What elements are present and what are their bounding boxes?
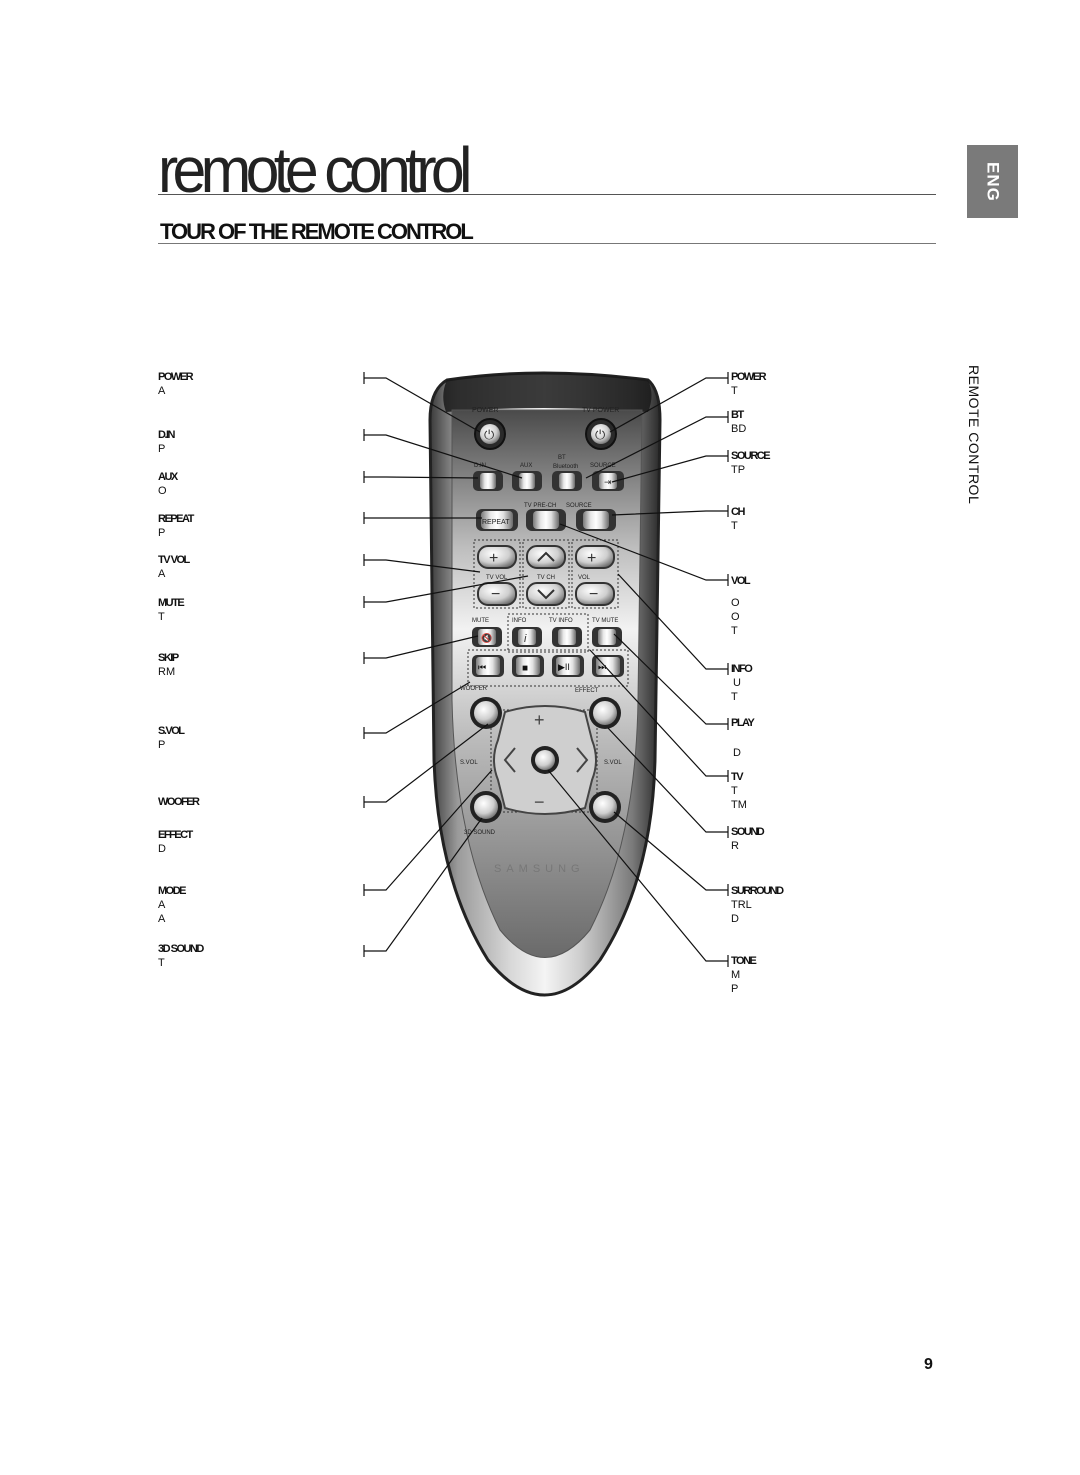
svg-text:−: − (589, 586, 598, 603)
svg-text:Bluetooth: Bluetooth (553, 464, 578, 470)
svg-text:MUTE: MUTE (472, 618, 489, 624)
vol-down-button: − (575, 582, 615, 606)
tv-power-icon: ⏻ (595, 427, 605, 442)
svg-text:AUX: AUX (520, 463, 532, 469)
skip-back-button: ⏮ (472, 655, 504, 677)
svg-text:−: − (491, 586, 500, 603)
page-number: 9 (924, 1356, 933, 1373)
svg-text:REPEAT: REPEAT (482, 519, 510, 526)
section-heading: TOUR OF THE REMOTE CONTROL (160, 219, 474, 244)
svg-text:TV MUTE: TV MUTE (592, 618, 618, 624)
dpad-up-icon: + (534, 710, 545, 730)
svg-text:TV INFO: TV INFO (549, 618, 573, 624)
svg-text:+: + (489, 550, 498, 567)
svg-text:+: + (587, 550, 596, 567)
dpad-right-icon (576, 747, 589, 773)
svg-text:EFFECT: EFFECT (575, 688, 599, 694)
stop-button: ■ (512, 655, 544, 677)
skip-forward-button: ⏭ (592, 655, 624, 677)
svg-text:3D SOUND: 3D SOUND (464, 830, 496, 836)
effect-button (589, 697, 621, 729)
svg-text:■: ■ (522, 663, 528, 674)
tv-vol-down-button: − (477, 582, 517, 606)
svg-text:INFO: INFO (512, 618, 527, 624)
s-vol-down-button (470, 791, 502, 823)
remote-top-bezel (443, 373, 652, 412)
svg-text:SOURCE: SOURCE (590, 463, 616, 469)
svg-text:⏮: ⏮ (478, 662, 486, 672)
dpad-center-button (531, 746, 559, 774)
svg-text:D.IN: D.IN (474, 463, 486, 469)
brand-logo: SAMSUNG (494, 863, 585, 875)
play-pause-button: ▶II (552, 655, 584, 677)
power-key-label: POWER (472, 407, 498, 414)
svg-text:VOL: VOL (578, 575, 591, 581)
svg-text:⏭: ⏭ (598, 662, 606, 672)
page-title: remote control (158, 134, 473, 206)
tv-vol-group (473, 539, 521, 609)
svg-text:TV CH: TV CH (537, 575, 555, 581)
chapter-side-label: REMOTE CONTROL (966, 365, 982, 505)
svg-text:▶II: ▶II (558, 662, 570, 672)
svg-text:TV PRE-CH: TV PRE-CH (524, 503, 556, 509)
tv-ch-down-button (526, 582, 566, 606)
s-vol-up-button (589, 791, 621, 823)
svg-text:WOOFER: WOOFER (460, 686, 488, 692)
leader-lines-right (547, 372, 729, 967)
tv-ch-up-button (526, 545, 566, 569)
tv-power-key-label: TV POWER (582, 407, 619, 414)
svg-text:S.VOL: S.VOL (460, 760, 478, 766)
woofer-button (470, 697, 502, 729)
svg-text:BT: BT (558, 455, 566, 461)
tv-vol-up-button: + (477, 545, 517, 569)
vol-up-button: + (575, 545, 615, 569)
info-icon: i (524, 633, 527, 645)
dpad-left-icon (503, 747, 516, 773)
section-rule (158, 243, 936, 244)
svg-text:S.VOL: S.VOL (604, 760, 622, 766)
dpad-down-icon: − (534, 792, 545, 812)
leader-lines-left (363, 372, 529, 957)
tv-ch-group (522, 539, 570, 609)
power-icon: ⏻ (484, 427, 494, 442)
svg-text:TV VOL: TV VOL (486, 575, 508, 581)
label-woofer: WOOFER (158, 796, 200, 808)
source-icon: ⇥ (604, 477, 612, 487)
svg-text:SOURCE: SOURCE (566, 503, 592, 509)
title-rule (158, 194, 936, 195)
mute-icon: 🔇 (481, 632, 492, 643)
language-tab: ENG (967, 145, 1018, 218)
